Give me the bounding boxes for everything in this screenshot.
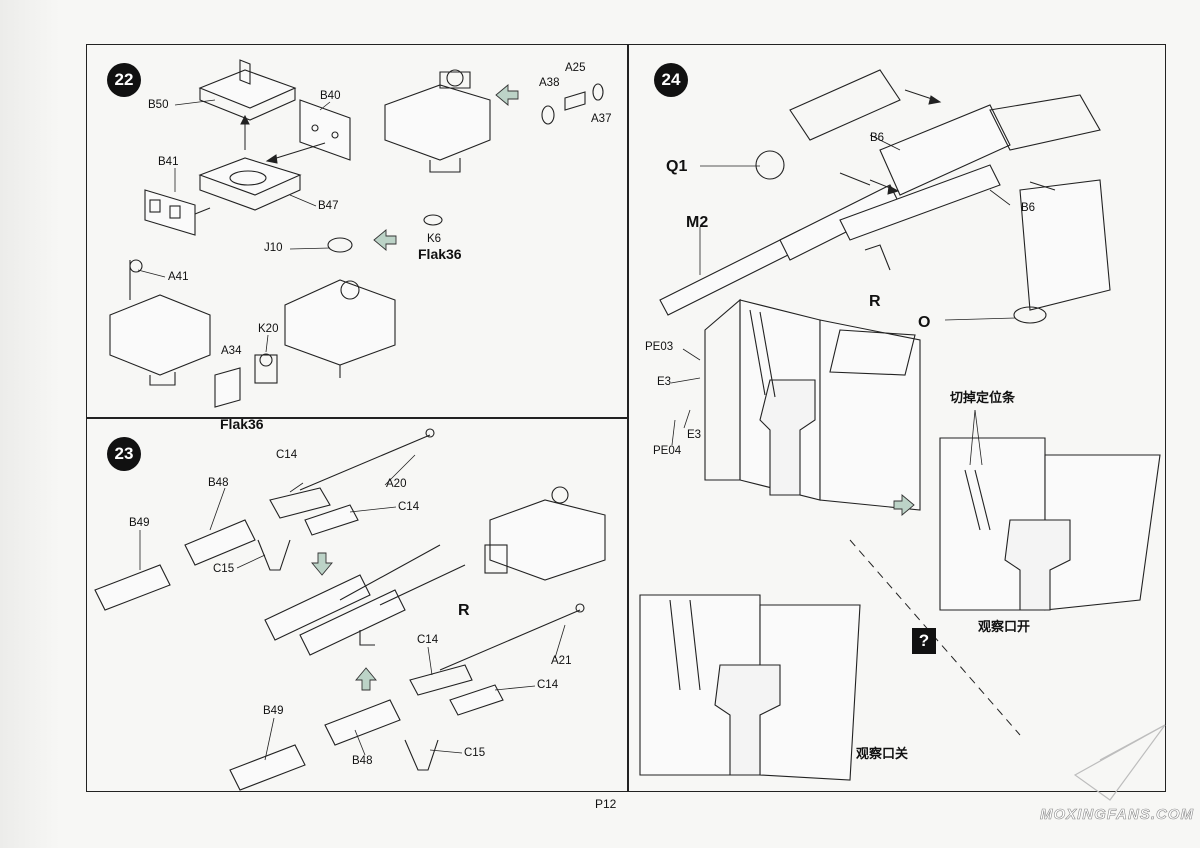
part-label-k20: K20 (258, 323, 279, 335)
part-label-b47: B47 (318, 200, 339, 212)
binding-margin (0, 0, 60, 848)
part-label-c14-bottom: C14 (417, 634, 439, 646)
part-label-e3-top: E3 (657, 376, 672, 388)
part-label-b41: B41 (158, 156, 179, 168)
step24-hatch-panel-open (939, 437, 1161, 611)
step22-plate-b40 (299, 99, 351, 161)
step22-arrow-left-1 (495, 84, 519, 106)
part-label-b50: B50 (148, 99, 169, 111)
part-label-c14-top: C14 (276, 449, 298, 461)
part-label-c14-top-right: C14 (398, 501, 420, 513)
step22-box-a34-k20 (214, 353, 278, 408)
step22-tray-b47 (198, 157, 302, 211)
part-label-a34: A34 (221, 345, 242, 357)
step22-arrow-left-2 (373, 229, 397, 251)
part-label-pe04: PE04 (653, 445, 682, 457)
step-24-marker: 24 (654, 63, 688, 97)
step-22-marker: 22 (107, 63, 141, 97)
part-label-pe03: PE03 (645, 341, 674, 353)
page-number: P12 (595, 797, 617, 811)
step23-upper-barrel-assembly (94, 428, 435, 611)
step24-gun-assembly (659, 69, 1111, 324)
part-label-b6-top: B6 (870, 132, 885, 144)
cut-locator-note: 切掉定位条 (950, 390, 1016, 405)
part-label-a20: A20 (386, 478, 407, 490)
part-label-b49-bottom: B49 (263, 705, 284, 717)
part-label-b48-bottom: B48 (352, 755, 373, 767)
step22-cradle-top (384, 69, 491, 173)
step23-arrow-down (311, 552, 333, 576)
panel-divider-horizontal (86, 417, 628, 419)
step-23-marker: 23 (107, 437, 141, 471)
part-label-q1: Q1 (666, 158, 688, 175)
part-label-o: O (918, 314, 931, 331)
part-label-e3-bottom: E3 (687, 429, 702, 441)
step23-mid-barrels (264, 544, 466, 656)
part-label-m2: M2 (686, 214, 709, 231)
part-label-b48-top: B48 (208, 477, 229, 489)
part-label-a21: A21 (551, 655, 572, 667)
watermark-plane-icon (1073, 724, 1166, 801)
question-mark-icon: ? (912, 628, 936, 654)
step23-arrow-up (355, 667, 377, 691)
part-label-k6: K6 (427, 233, 442, 245)
watermark-text: MOXINGFANS.COM (1040, 806, 1195, 824)
hatch-open-caption: 观察口开 (978, 619, 1031, 634)
part-label-r-step23: R (458, 602, 470, 619)
part-label-b49-top: B49 (129, 517, 150, 529)
part-label-c14-bottom-right: C14 (537, 679, 559, 691)
part-label-c15-bottom: C15 (464, 747, 486, 759)
part-label-j10: J10 (264, 242, 283, 254)
hatch-closed-caption: 观察口关 (856, 746, 909, 761)
step22-small-parts-a38-a25-a37 (541, 83, 604, 125)
flak36-label-step22: Flak36 (418, 246, 462, 262)
part-label-a38: A38 (539, 77, 560, 89)
step23-cradle-right (484, 486, 606, 581)
part-label-c15-top: C15 (213, 563, 235, 575)
step23-lower-barrel-assembly (229, 603, 585, 791)
flak36-label-step23: Flak36 (220, 416, 264, 432)
part-label-a41: A41 (168, 271, 189, 283)
step22-cradle-middle (284, 237, 396, 378)
part-label-a37: A37 (591, 113, 612, 125)
part-label-b40: B40 (320, 90, 341, 102)
step22-rail-b41 (144, 189, 196, 236)
step22-cradle-left (109, 259, 211, 386)
step22-base-block-b50 (198, 59, 297, 121)
step22-k6-part (423, 214, 443, 226)
part-label-a25: A25 (565, 62, 586, 74)
step24-hatch-panel-closed (639, 594, 861, 781)
part-label-b6-right: B6 (1021, 202, 1036, 214)
step24-arrow-right (893, 494, 915, 516)
step24-hatch-panel-main (704, 298, 921, 511)
part-label-r-step24: R (869, 293, 881, 310)
